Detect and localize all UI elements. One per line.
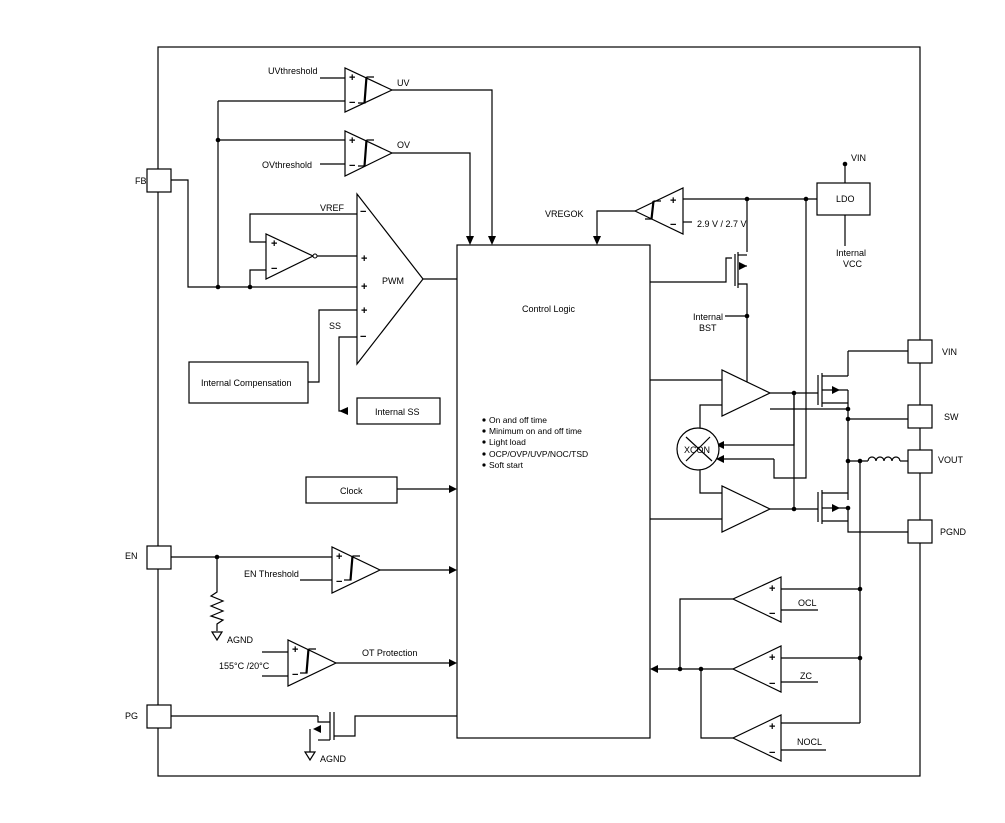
svg-text:PGND: PGND (940, 527, 967, 537)
internal-bst-label-1: Internal (693, 312, 723, 322)
svg-text:+: + (670, 195, 676, 207)
svg-text:PG: PG (125, 711, 138, 721)
svg-text:−: − (292, 669, 298, 681)
svg-text:+: + (769, 652, 775, 664)
zc-comparator: +− (731, 645, 782, 693)
svg-text:Internal SS: Internal SS (375, 407, 420, 417)
ground-symbol (210, 631, 224, 642)
pin-en: EN (125, 545, 172, 570)
svg-text:−: − (769, 747, 775, 759)
control-logic-label: Control Logic (522, 304, 576, 314)
svg-text:−: − (349, 97, 355, 109)
svg-text:LDO: LDO (836, 194, 855, 204)
pg-fet (313, 712, 457, 741)
pin-sw: SW (907, 404, 959, 429)
svg-text:−: − (670, 219, 676, 231)
feature-item: Soft start (489, 460, 524, 470)
internal-vcc-label-1: Internal (836, 248, 866, 258)
svg-text:+: + (361, 281, 367, 293)
low-side-fet (817, 490, 848, 524)
svg-text:+: + (361, 305, 367, 317)
svg-text:+: + (769, 583, 775, 595)
ot-protection-label: OT Protection (362, 648, 417, 658)
inductor (867, 456, 901, 462)
feature-item: Light load (489, 437, 526, 447)
ocl-label: OCL (798, 598, 817, 608)
nocl-label: NOCL (797, 737, 822, 747)
svg-text:−: − (360, 206, 366, 218)
high-side-fet (817, 373, 848, 407)
agnd-label: AGND (227, 635, 254, 645)
svg-text:Internal Compensation: Internal Compensation (201, 378, 292, 388)
ldo-block: LDO (816, 182, 871, 216)
ov-threshold-label: OVthreshold (262, 160, 312, 170)
svg-text:−: − (769, 608, 775, 620)
svg-text:XCON: XCON (684, 445, 710, 455)
pwm-comparator: − + + + − (356, 192, 424, 366)
ov-comparator: +− (344, 130, 394, 177)
en-threshold-label: EN Threshold (244, 569, 299, 579)
svg-text:VIN: VIN (942, 347, 957, 357)
vregok-label: VREGOK (545, 209, 584, 219)
control-logic-block (456, 244, 651, 739)
internal-compensation-block: Internal Compensation (188, 361, 309, 404)
pull-down-resistor (209, 557, 225, 631)
en-comparator: +− (331, 546, 382, 594)
ov-label: OV (397, 140, 410, 150)
pin-fb: FB (135, 168, 172, 193)
pin-pg: PG (125, 704, 172, 729)
vref-label: VREF (320, 203, 345, 213)
internal-bst-label-2: BST (699, 323, 717, 333)
ldo-vin-label: VIN (851, 153, 866, 163)
svg-text:−: − (349, 160, 355, 172)
vref-buffer: +− (265, 233, 318, 280)
pwm-label: PWM (382, 276, 404, 286)
internal-ss-block: Internal SS (356, 397, 441, 425)
uv-comparator: +− (344, 67, 394, 113)
svg-text:EN: EN (125, 551, 138, 561)
temperature-threshold-label: 155°C /20°C (219, 661, 270, 671)
svg-text:VOUT: VOUT (938, 455, 964, 465)
svg-text:+: + (349, 72, 355, 84)
svg-text:+: + (769, 721, 775, 733)
low-side-driver (721, 485, 772, 533)
svg-text:FB: FB (135, 176, 147, 186)
pin-vout: VOUT (907, 449, 964, 474)
svg-text:+: + (292, 644, 298, 656)
svg-text:−: − (271, 263, 277, 275)
bst-switch-fet (650, 252, 748, 293)
ocl-comparator: +− (731, 576, 782, 623)
uv-threshold-label: UVthreshold (268, 66, 318, 76)
internal-vcc-label-2: VCC (843, 259, 863, 269)
pin-pgnd: PGND (907, 519, 967, 544)
svg-text:+: + (361, 253, 367, 265)
uv-levels-label: 2.9 V / 2.7 V (697, 219, 747, 229)
svg-text:Clock: Clock (340, 486, 363, 496)
svg-text:SW: SW (944, 412, 959, 422)
control-feature-list: On and off time Minimum on and off time … (482, 415, 588, 470)
uv-label: UV (397, 78, 410, 88)
high-side-driver (721, 369, 772, 417)
ot-comparator: +− (287, 639, 338, 687)
clock-block: Clock (305, 476, 398, 504)
vregok-comparator: +− (633, 187, 684, 235)
xcon-block: XCON (676, 427, 720, 471)
nocl-comparator: +− (731, 714, 782, 762)
feature-item: OCP/OVP/UVP/NOC/TSD (489, 449, 588, 459)
svg-text:−: − (360, 331, 366, 343)
ss-label: SS (329, 321, 341, 331)
svg-text:+: + (349, 135, 355, 147)
agnd-label-2: AGND (320, 754, 347, 764)
svg-text:−: − (336, 576, 342, 588)
zc-label: ZC (800, 671, 812, 681)
feature-item: On and off time (489, 415, 547, 425)
svg-text:+: + (336, 551, 342, 563)
feature-item: Minimum on and off time (489, 426, 582, 436)
pin-vin: VIN (907, 339, 957, 364)
svg-text:−: − (769, 678, 775, 690)
svg-text:+: + (271, 238, 277, 250)
